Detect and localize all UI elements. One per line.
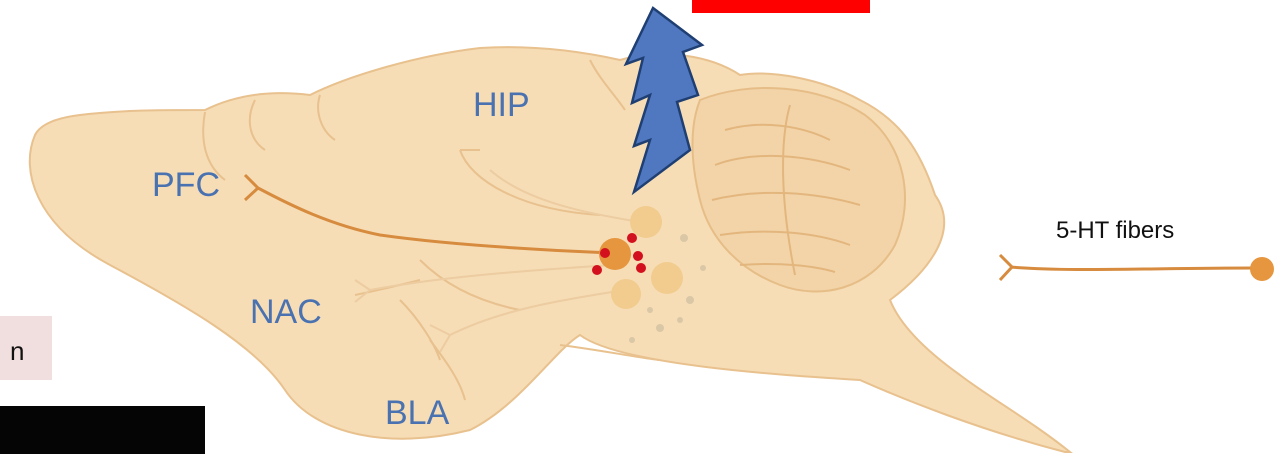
partial-text: n [10,336,24,367]
raphe-nucleus-lower [611,279,641,309]
legend-fiber-branch [1000,255,1012,280]
label-hip: HIP [473,88,530,122]
label-bla: BLA [385,396,449,430]
label-pfc: PFC [152,168,220,202]
raphe-nucleus-upper [630,206,662,238]
legend-fiber-line [1010,267,1255,270]
raphe-nucleus-right [651,262,683,294]
dark-image-panel [0,406,205,454]
label-nac: NAC [250,295,322,329]
legend-fiber-soma [1250,257,1274,281]
partial-text-box [0,316,52,380]
legend-fiber-label: 5-HT fibers [1056,219,1174,243]
